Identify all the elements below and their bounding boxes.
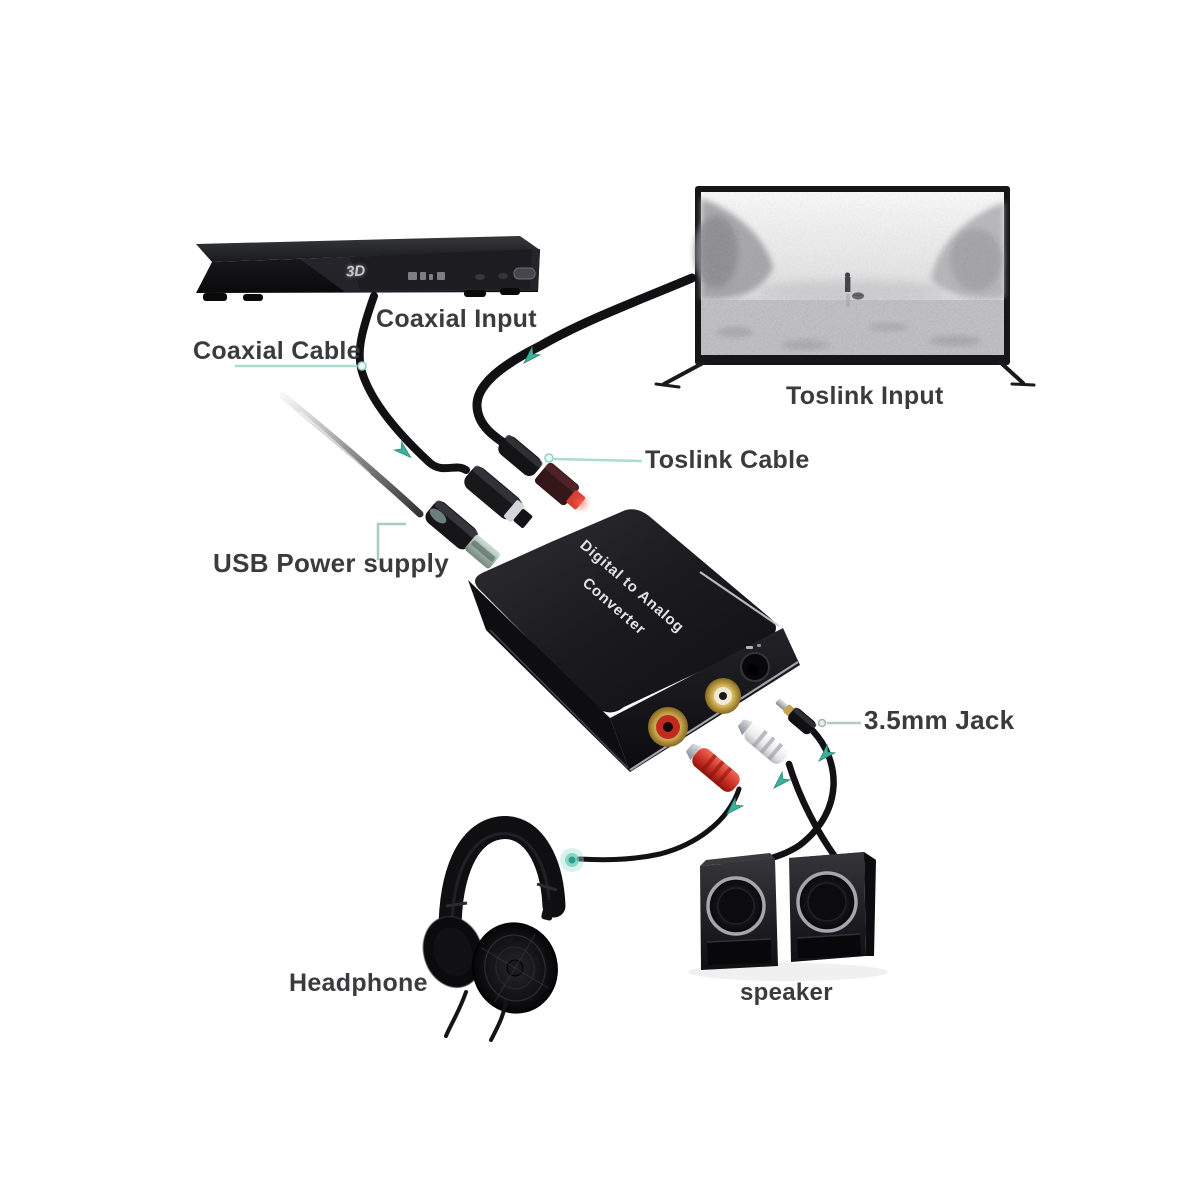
coaxial-rca-connector — [464, 465, 533, 528]
headphone — [422, 816, 566, 1042]
converter-edge-highlight — [699, 571, 780, 627]
tv-stand — [654, 360, 1036, 389]
dvd-3d-logo: 3D — [345, 262, 366, 281]
jack-plug-35mm — [775, 698, 817, 735]
headphone-port-35mm — [740, 644, 770, 682]
speaker-cable-right — [785, 760, 840, 862]
label-coaxial-input: Coaxial Input — [376, 305, 537, 333]
tv-screen-image — [694, 192, 1004, 355]
toslink-cable-line — [472, 273, 697, 452]
label-35mm-jack: 3.5mm Jack — [864, 705, 1015, 735]
connection-dot-icon — [817, 718, 827, 728]
label-toslink-cable: Toslink Cable — [645, 446, 810, 474]
toslink-cable-callout-line — [553, 457, 643, 463]
toslink-connector — [498, 434, 587, 510]
usb-cable-line — [279, 392, 424, 518]
coaxial-cable-line — [355, 292, 470, 474]
dvd-display — [408, 272, 445, 280]
headphone-cord — [489, 1000, 508, 1042]
dvd-usb-port — [513, 267, 536, 280]
flow-arrow-icon — [769, 771, 791, 793]
headphone-band — [438, 816, 566, 950]
label-speaker: speaker — [740, 979, 833, 1006]
label-headphone: Headphone — [289, 969, 428, 997]
speaker-left — [700, 853, 778, 970]
headphone-cord — [444, 990, 468, 1038]
label-coaxial-cable: Coaxial Cable — [193, 337, 361, 365]
rca-plug-red — [685, 743, 740, 792]
label-toslink-input: Toslink Input — [786, 382, 944, 410]
headphone-cup-right — [472, 922, 558, 1014]
headphone-cup-left — [422, 915, 484, 989]
rca-jack-white — [705, 678, 741, 714]
callout-lines — [235, 361, 861, 728]
connection-dot-icon — [544, 453, 554, 463]
toslink-red-glow — [575, 497, 587, 509]
dvd-button — [475, 274, 485, 280]
dvd-player — [196, 236, 540, 301]
dvd-top-face — [196, 236, 540, 262]
usb-connector — [425, 500, 501, 569]
headphone-cable-line — [576, 786, 742, 863]
connection-dot-icon — [357, 361, 367, 371]
usb-shine — [429, 508, 447, 524]
tv — [654, 186, 1036, 389]
converter-left-face — [468, 580, 630, 772]
rca-jack-red — [648, 707, 688, 747]
converter-top-face — [475, 509, 776, 713]
dvd-button — [498, 273, 508, 279]
speakers — [688, 852, 888, 981]
rca-plug-white — [737, 719, 788, 764]
dvd-feet — [203, 288, 520, 301]
speaker-right — [789, 852, 876, 962]
headphone-connection-dot — [560, 848, 584, 872]
label-usb-power-supply: USB Power supply — [213, 548, 449, 578]
usb-cable-shine — [299, 411, 371, 475]
converter-box — [468, 509, 800, 772]
converter-bottom-rim — [629, 661, 799, 771]
usb-callout-bracket — [376, 522, 406, 560]
